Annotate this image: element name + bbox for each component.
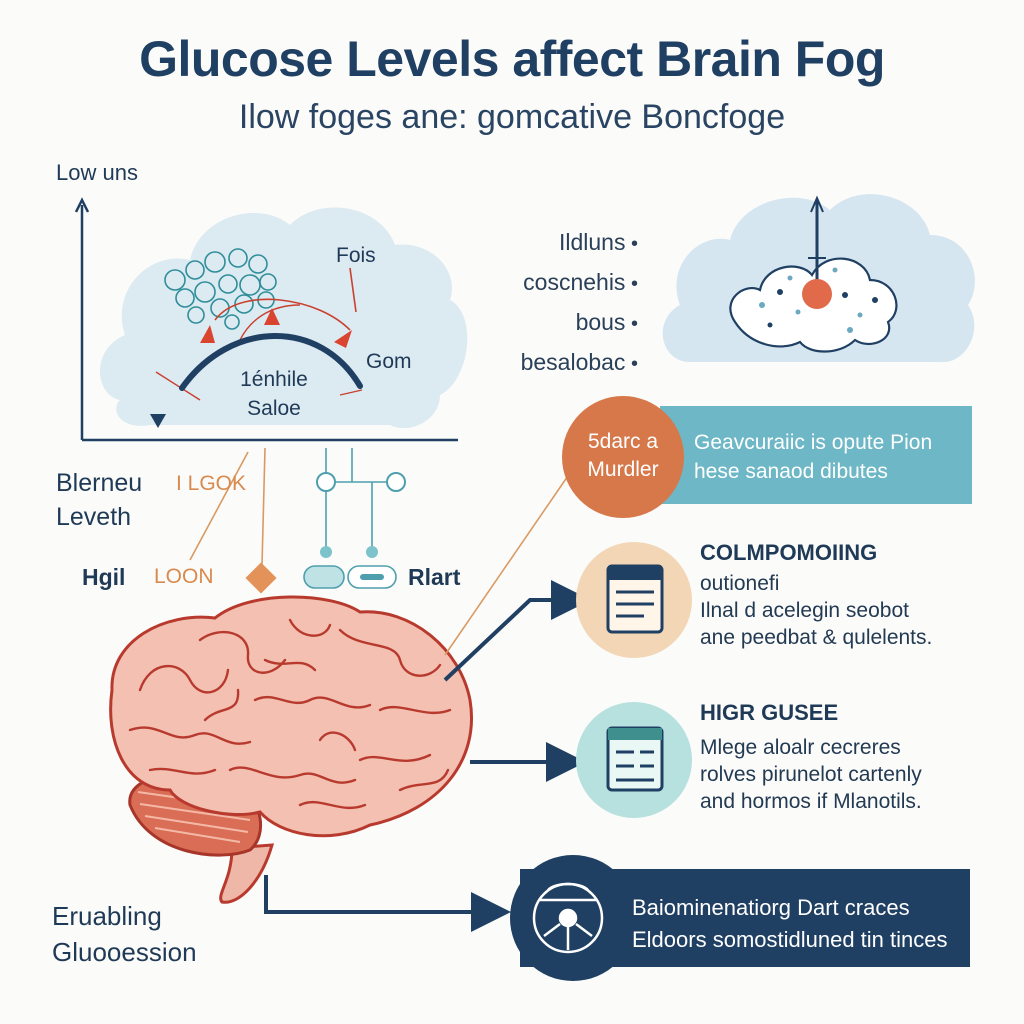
brain-illustration (109, 595, 473, 904)
flow-arrows (264, 580, 591, 932)
rlart-label: Rlart (408, 564, 461, 590)
teal-bar-text: Geavcuraiic is opute Pion hese sanaod di… (694, 428, 932, 486)
blerneu-label: Blerneu Leveth (56, 466, 142, 534)
compounding-line3: ane peedbat & qulelents. (700, 626, 933, 649)
page-title: Glucose Levels affect Brain Fog (139, 31, 885, 87)
graph-gom-label: Gom (366, 350, 412, 373)
high-glucose-line2: rolves pirunelot cartenly (700, 763, 922, 786)
keyword-list: Ildluns coscnehis bous besalobac (521, 222, 638, 382)
footer-label: Eruabling Gluooession (52, 898, 197, 970)
page-subtitle: Ilow foges ane: gomcative Boncfoge (238, 98, 786, 136)
blerneu-line1: Blerneu (56, 469, 143, 497)
high-glucose-icon (576, 702, 692, 818)
keyword-item: bous (521, 302, 638, 342)
orange-connector (444, 469, 573, 656)
compounding-line1: outionefi (700, 572, 780, 595)
orange-circle-badge: 5darc a Murdler (562, 396, 684, 518)
orange-circle-line2: Murdler (587, 458, 659, 481)
navigation-compass-icon (532, 882, 604, 954)
graph-axes (74, 197, 458, 442)
navy-bar-line1: Baiominenatiorg Dart craces (632, 895, 910, 920)
compounding-icon (576, 542, 692, 658)
orange-circle-line1: 5darc a (587, 430, 659, 453)
teal-bar-line1: Geavcuraiic is opute Pion (694, 431, 933, 454)
high-glucose-panel: HIGR GUSEE Mlege aloalr cecreres rolves … (700, 700, 922, 815)
navy-bar-text: Baiominenatiorg Dart craces Eldoors somo… (632, 892, 948, 956)
teal-bar-line2: hese sanaod dibutes (694, 460, 888, 483)
compounding-panel: COLMPOMOIING outionefi Ilnal d acelegin … (700, 540, 932, 651)
high-glucose-line3: and hormos if Mlanotils. (700, 790, 922, 813)
graph-center-line2: Saloe (247, 397, 301, 420)
curve-down-marker (150, 414, 166, 428)
molecule-cluster (164, 248, 277, 330)
compounding-title: COLMPOMOIING (700, 540, 878, 565)
keyword-item: Ildluns (521, 222, 638, 262)
graph-center-line1: 1énhile (240, 368, 308, 391)
graph-red-arrows (155, 267, 363, 401)
footer-line2: Gluooession (52, 937, 197, 967)
graph-fois-label: Fois (336, 244, 376, 267)
high-glucose-line1: Mlege aloalr cecreres (700, 736, 901, 759)
graph-connectors (189, 447, 406, 594)
blerneu-line2: Leveth (56, 503, 132, 531)
compounding-line2: Ilnal d acelegin seobot (700, 599, 909, 622)
glucose-curve (179, 333, 363, 391)
loon-label: LOON (154, 565, 214, 588)
hgil-label: Hgil (82, 564, 126, 590)
ilgok-label: I LGOK (176, 472, 247, 495)
info-bar-teal (660, 406, 972, 504)
keyword-item: coscnehis (521, 262, 638, 302)
keyword-item: besalobac (521, 342, 638, 382)
footer-line1: Eruabling (52, 901, 162, 931)
navy-bar-line2: Eldoors somostidluned tin tinces (632, 927, 948, 952)
high-glucose-title: HIGR GUSEE (700, 700, 839, 725)
graph-corner-label: Low uns (56, 160, 138, 185)
brain-fog-cloud (662, 194, 975, 363)
